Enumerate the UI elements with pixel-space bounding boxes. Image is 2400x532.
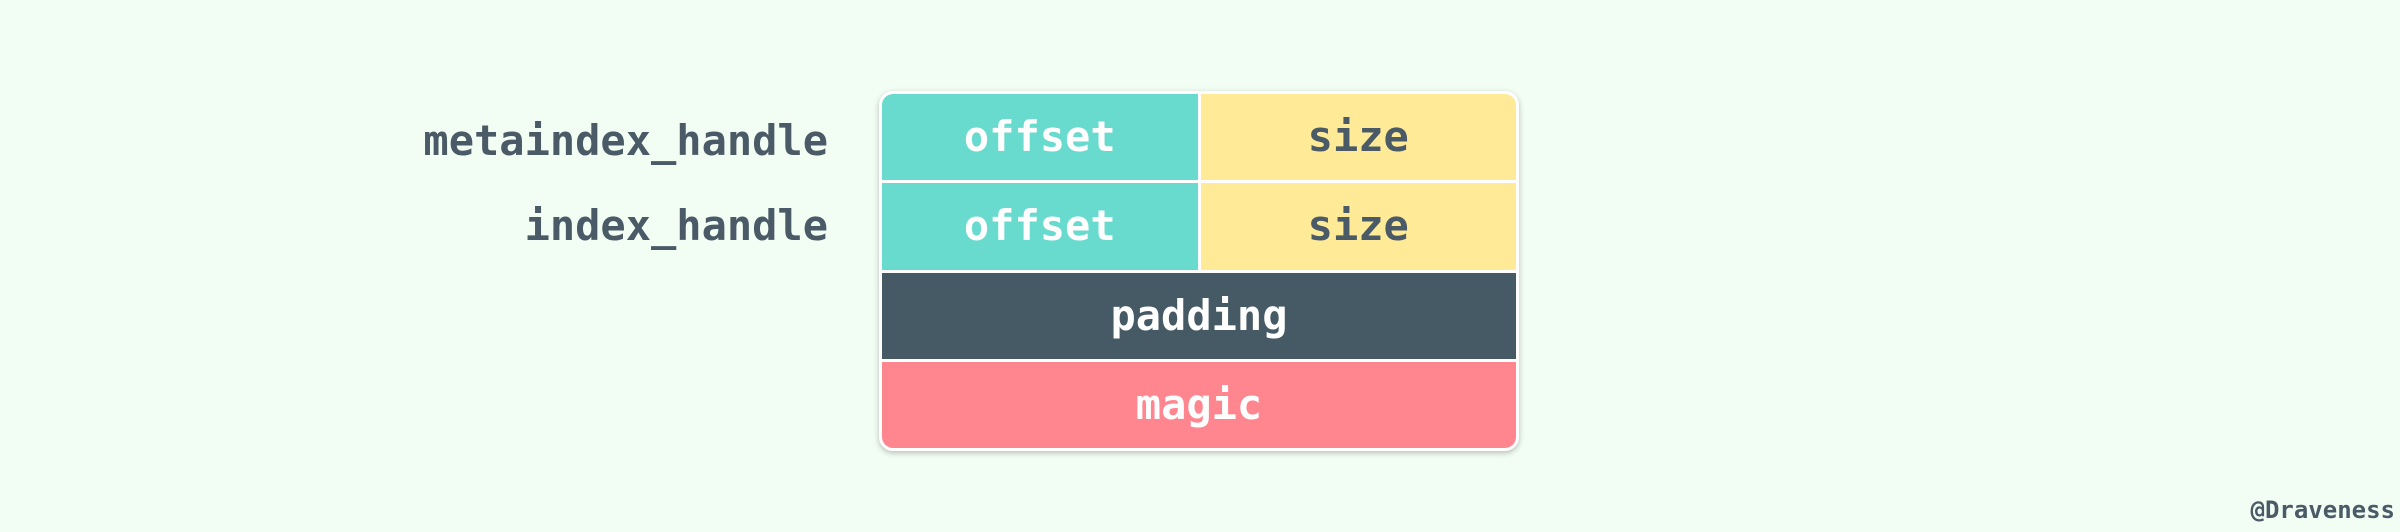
metaindex-size-cell: size bbox=[1200, 94, 1516, 181]
padding-cell: padding bbox=[882, 272, 1516, 359]
metaindex-offset-cell: offset bbox=[882, 94, 1198, 181]
index-size-cell: size bbox=[1200, 183, 1516, 270]
metaindex-handle-label: metaindex_handle bbox=[423, 116, 828, 165]
index-offset-cell: offset bbox=[882, 183, 1198, 270]
footer-layout-diagram: offset size offset size padding magic bbox=[879, 91, 1519, 451]
magic-cell: magic bbox=[882, 361, 1516, 448]
author-credit: @Draveness bbox=[2250, 496, 2396, 524]
index-handle-label: index_handle bbox=[524, 201, 828, 250]
